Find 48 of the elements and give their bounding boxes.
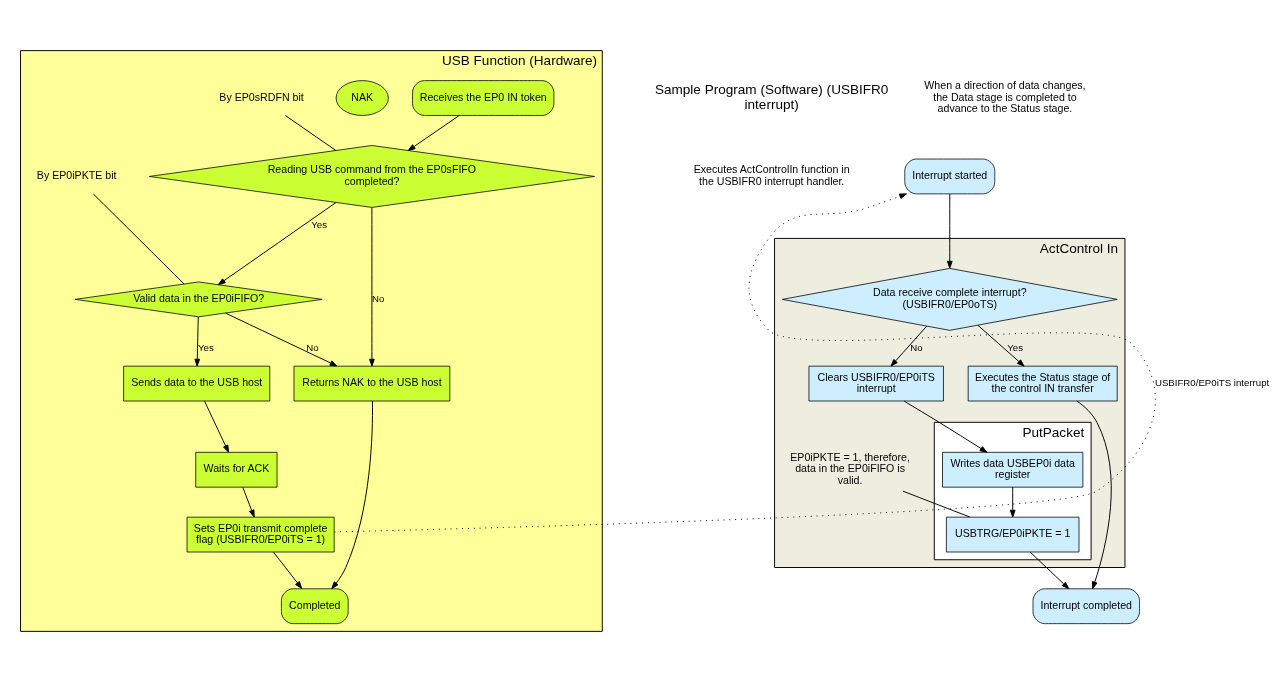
arrow [1009, 486, 1016, 518]
arrow [946, 193, 953, 269]
node-box: Receives the EP0 IN token [412, 80, 555, 116]
arrow [369, 207, 375, 367]
arrow [407, 115, 460, 151]
arrow [331, 400, 373, 590]
edge-label: Yes [1007, 341, 1023, 353]
arrow [194, 316, 201, 367]
node-ellipse: NAK [335, 80, 389, 116]
edge-label: USBIFR0/EP0iTS interrupt [1154, 377, 1270, 389]
node-box: Writes data USBEP0i data register [942, 451, 1084, 488]
connector [92, 193, 185, 285]
label: Sample Program (Software) (USBIFR0 interrupt) [654, 82, 889, 112]
node-diamond: Data receive complete interrupt? (USBIFR0/EP0oTS) [781, 268, 1118, 331]
node-text: EP0iPKTE = 1, therefore, data in the EP0iFIFO is valid. [790, 450, 910, 487]
node-text: By EP0iPKTE bit [36, 169, 117, 182]
node-box: Waits for ACK [195, 451, 278, 488]
arrow [242, 486, 255, 518]
arrow [217, 202, 337, 286]
label: Executes ActControlIn function in the USBIFR0 interrupt handler. [693, 163, 850, 187]
arrow [977, 324, 1025, 367]
arrow [1076, 400, 1112, 590]
node-box: Completed [281, 588, 349, 625]
arrow [1029, 551, 1070, 590]
node-box: Clears USBIFR0/EP0iTS interrupt [808, 365, 944, 402]
connector [285, 115, 337, 151]
arrow [890, 325, 927, 367]
edge-label: No [372, 292, 385, 304]
node-box: Executes the Status stage of the control IN transfer [967, 365, 1118, 402]
arrow [204, 400, 230, 453]
arrow [334, 193, 1156, 533]
edge-label: Yes [311, 218, 328, 230]
edge-label: No [910, 341, 923, 353]
arrow [903, 400, 988, 453]
arrow [272, 551, 303, 589]
edge-label: No [306, 341, 319, 353]
node-box: USBTRG/EP0iPKTE = 1 [946, 516, 1080, 553]
node-text: By EP0sRDFN bit [219, 90, 304, 103]
node-box: Interrupt completed [1032, 588, 1140, 625]
node-box: Returns NAK to the USB host [293, 365, 451, 402]
node-box: Sends data to the USB host [123, 365, 271, 402]
node-box: Sets EP0i transmit complete flag (USBIFR0/EP0iTS = 1) [186, 516, 335, 553]
connector [902, 490, 971, 518]
edge-label: Yes [198, 341, 214, 353]
node-box: Interrupt started [904, 158, 996, 195]
label: When a direction of data changes, the Data stage is completed to advance to the Status stage. [924, 79, 1086, 115]
node-diamond: Valid data in the EP0iFIFO? [74, 281, 323, 318]
arrow [225, 312, 338, 367]
